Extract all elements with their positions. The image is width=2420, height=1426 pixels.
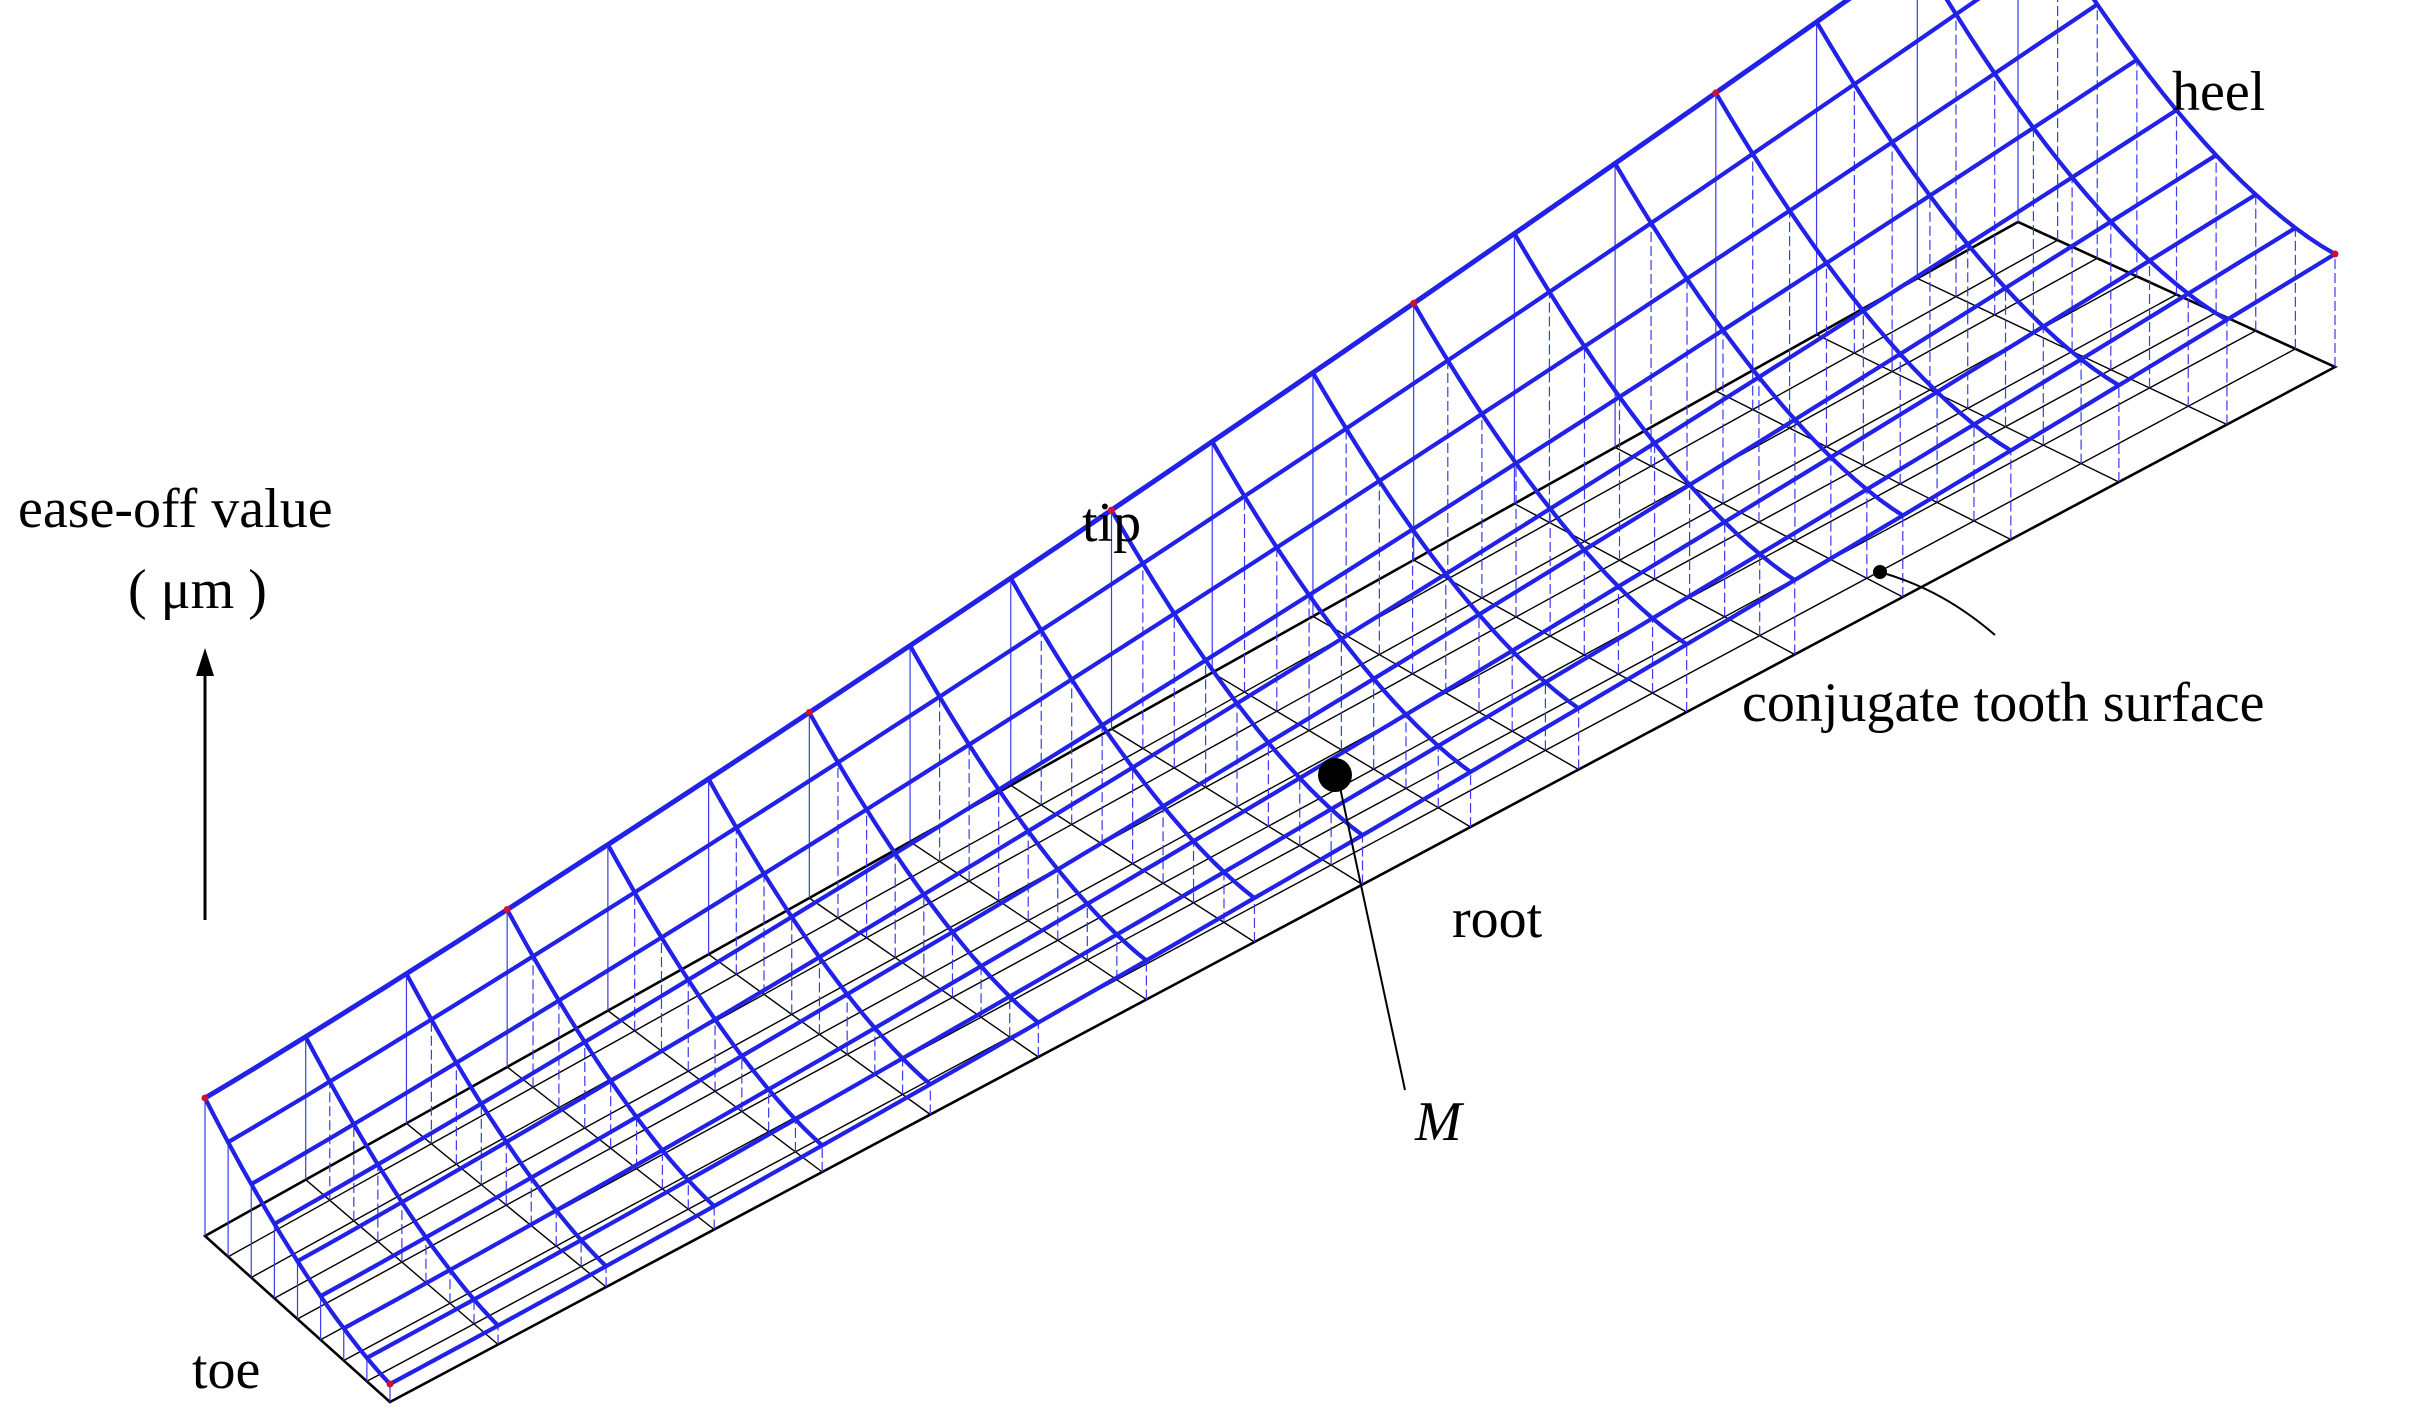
tip-edge-marker [1108,506,1115,514]
tip-edge-marker [1712,89,1720,97]
ease-off-profile-curve [203,1097,392,1386]
base-grid-profile-line [1211,672,1471,828]
ease-off-drop-lines [204,0,2336,1402]
base-grid-profile-line [406,1122,607,1288]
toe-label: toe [192,1339,260,1401]
tip-edge-marker [503,906,511,914]
ease-off-profile-curve [1814,20,2121,388]
point-m-marker [1318,758,1352,792]
tip-edge-marker [1410,299,1418,307]
tip-edge-marker [201,1094,209,1102]
ease-off-lengthwise-curve [250,2,2099,1186]
ease-off-profile-curve [1512,232,1796,582]
corner-markers [201,89,2339,1388]
tip-label: tip [1082,492,1141,554]
base-grid-profile-line [909,841,1147,1001]
tip-edge-marker [805,709,813,717]
surface-label: conjugate tooth surface [1742,672,2264,734]
ease-off-profile-curve [1311,371,1580,711]
ease-off-profile-curve [404,972,608,1268]
root-toe-marker [386,1380,394,1388]
ease-off-profile-curve [303,1035,500,1328]
root-label: root [1452,888,1543,950]
ease-off-profile-curve [1109,509,1364,837]
point-m-leader-line [1337,777,1406,1091]
heel-label: heel [2172,61,2265,123]
surface-leader-dot [1873,565,1887,579]
axis-title: ease-off value [18,478,333,540]
root-heel-marker [2331,250,2339,258]
ease-off-profile-curve [908,644,1148,963]
ease-off-profile-curve [606,843,824,1147]
ease-off-profile-curve [706,777,932,1086]
ease-off-profile-curve [1613,162,1904,518]
point-m-label: M [1414,1091,1465,1153]
ease-off-profile-curve [1411,302,1688,647]
surface-leader-line [1879,571,1996,636]
ease-off-lengthwise-curve [273,58,2139,1226]
ease-off-lengthwise-curve [342,192,2257,1331]
ease-off-profile-curve [505,908,716,1208]
ease-off-axis-arrowhead [196,648,214,676]
ease-off-profile-curve [1713,91,2012,453]
ease-off-profile-curve [1944,0,2228,322]
ease-off-profile-curve [807,711,1040,1025]
ease-off-profile-curve [2091,0,2337,256]
axis-unit: ( μm ) [128,559,267,621]
ease-off-profile-curve [1210,440,1472,774]
ease-off-profile-curve [1008,577,1256,900]
